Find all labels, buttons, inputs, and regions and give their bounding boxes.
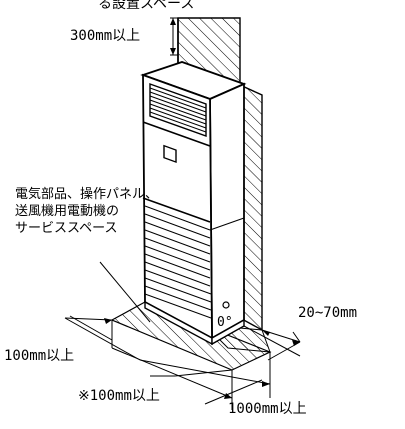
control-panel-icon — [163, 144, 177, 164]
indoor-unit — [140, 61, 247, 346]
service-space-label-1: 電気部品、操作パネル、 — [15, 186, 158, 202]
pipe-port-icon — [222, 301, 230, 309]
left-clearance-label: 100mm以上 — [4, 348, 74, 364]
service-leader-line — [99, 261, 151, 323]
upper-grille — [142, 87, 211, 147]
lower-grille — [142, 197, 245, 319]
front-clearance-dimensions — [111, 347, 271, 410]
side-gap-dimension — [243, 325, 301, 361]
port-mark-label: 0° — [217, 315, 233, 330]
front-small-clearance-label: ※100mm以上 — [78, 388, 160, 404]
service-space-label-3: サービススペース — [15, 221, 117, 236]
left-clearance-dimension — [64, 315, 141, 361]
front-large-clearance-label: 1000mm以上 — [228, 401, 307, 417]
service-space-label-2: 送風機用電動機の — [15, 204, 119, 219]
top-clearance-label: 300mm以上 — [70, 28, 140, 44]
top-partial-label: る設置スペース — [98, 0, 194, 12]
side-gap-label: 20~70mm — [298, 305, 357, 321]
top-clearance-dimension — [170, 17, 178, 56]
